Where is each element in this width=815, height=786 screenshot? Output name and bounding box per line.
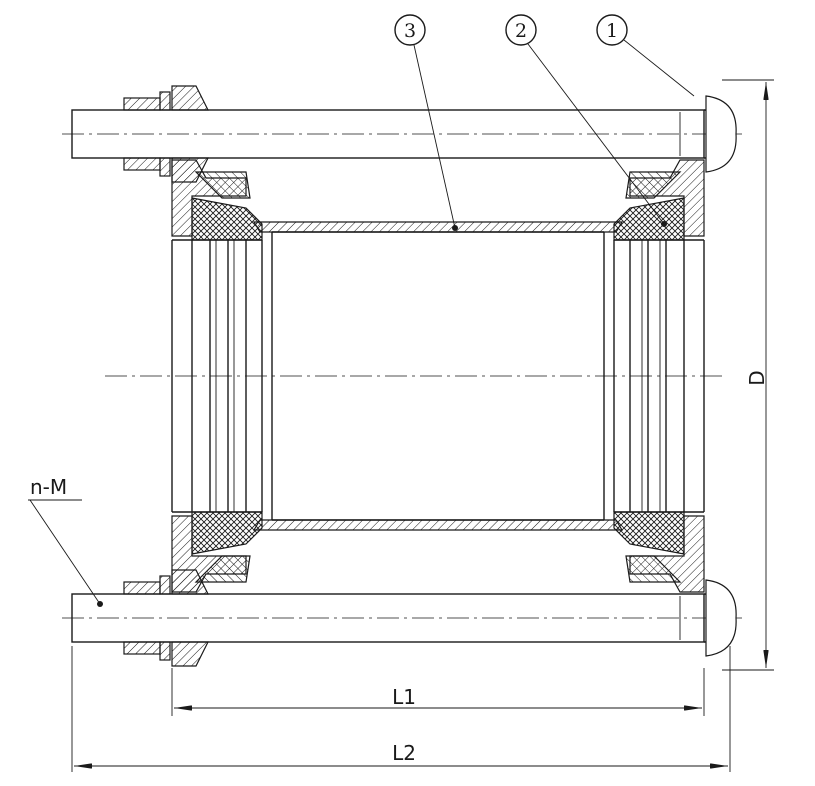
center-lines <box>62 133 742 619</box>
dimension-d: D <box>722 79 774 671</box>
length2-label: L2 <box>392 741 416 765</box>
diameter-label: D <box>745 370 769 385</box>
right-flange <box>603 159 705 593</box>
callout-1-label: 1 <box>606 20 618 42</box>
left-flange <box>171 159 273 593</box>
bolt-label: n-M <box>30 475 67 499</box>
bottom-bolt <box>71 579 737 657</box>
dimension-l1: L1 <box>171 668 705 716</box>
callout-2: 2 <box>505 14 667 227</box>
callout-2-label: 2 <box>515 20 527 42</box>
middle-sleeve <box>252 221 624 531</box>
top-bolt <box>71 95 737 173</box>
callout-3-label: 3 <box>404 20 416 42</box>
callout-3: 3 <box>394 14 456 229</box>
dimension-l2: L2 <box>71 646 731 772</box>
bolt-callout: n-M <box>28 475 101 605</box>
length1-label: L1 <box>392 685 416 709</box>
callout-1: 1 <box>596 14 695 97</box>
